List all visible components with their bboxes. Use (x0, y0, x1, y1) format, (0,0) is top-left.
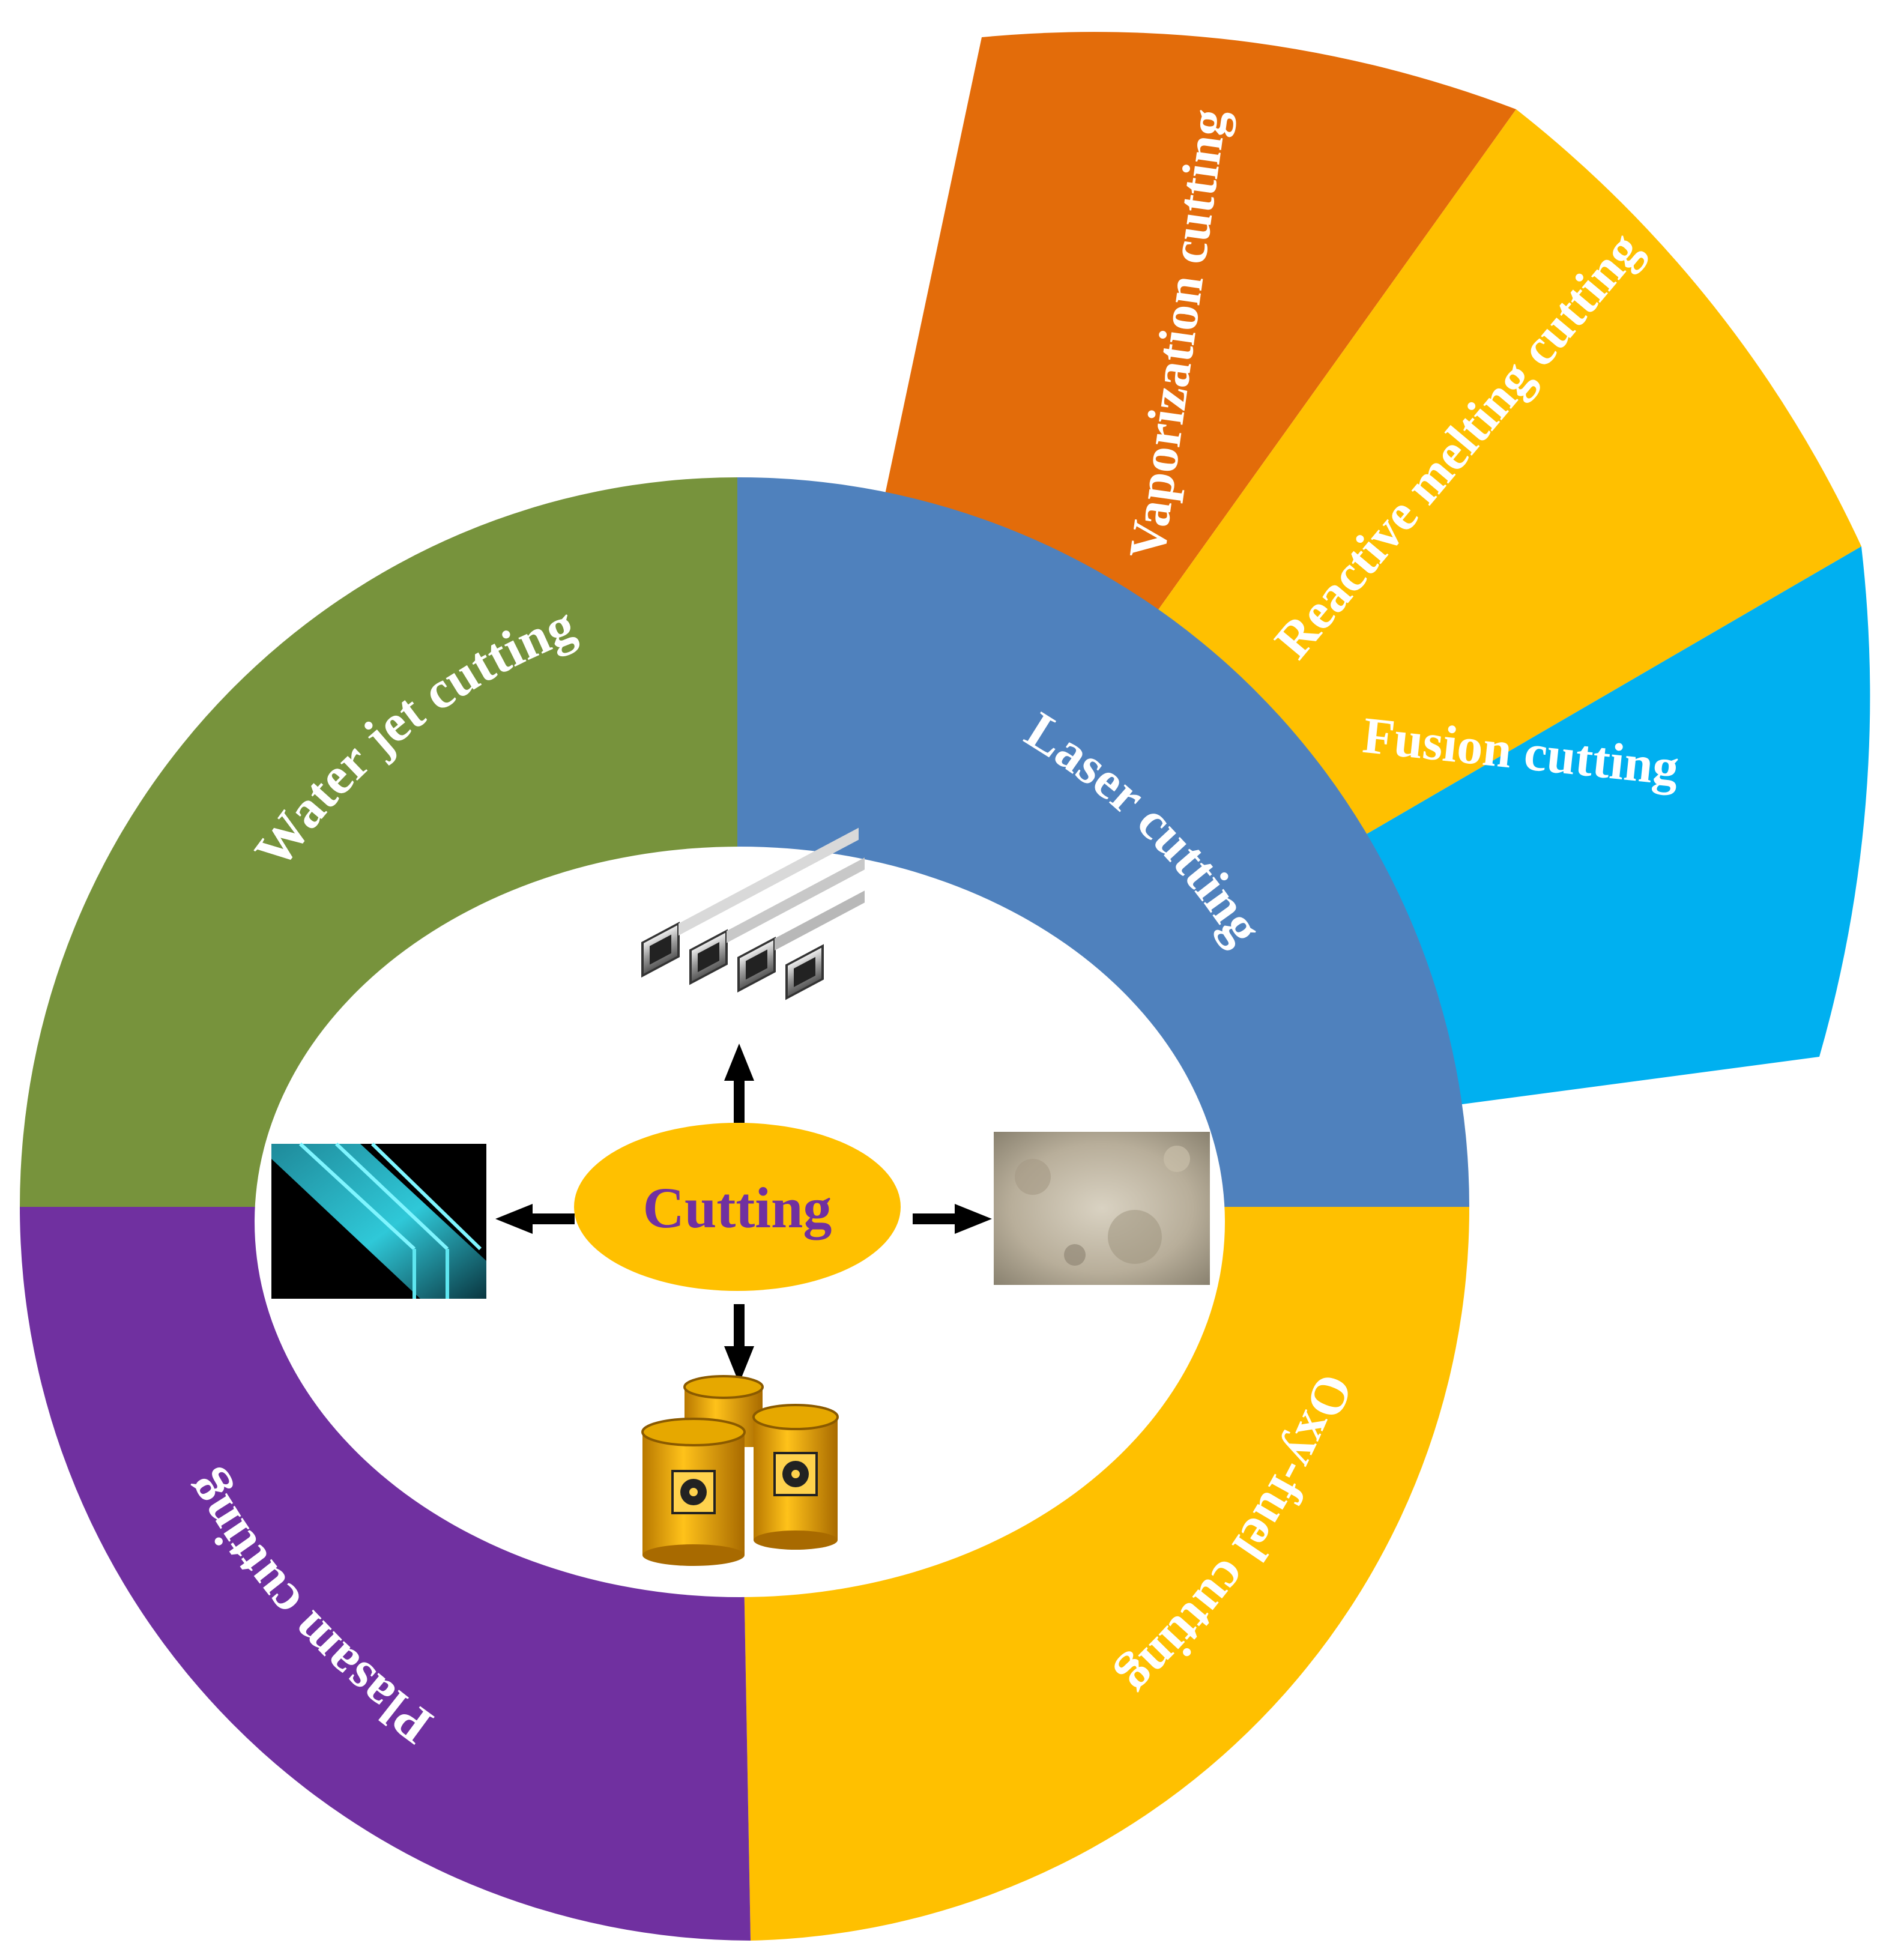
concrete-slab-icon (994, 1132, 1210, 1285)
arrow-left (495, 1204, 575, 1234)
arrow-right (913, 1204, 992, 1234)
center-label: Cutting (643, 1176, 832, 1240)
metal-tubes-icon (641, 827, 865, 1000)
center-node (574, 1123, 901, 1291)
glass-sheets-icon (271, 1142, 486, 1299)
radioactive-drums-icon (641, 1375, 839, 1566)
arrow-down (724, 1304, 754, 1383)
arrow-up (724, 1044, 754, 1123)
